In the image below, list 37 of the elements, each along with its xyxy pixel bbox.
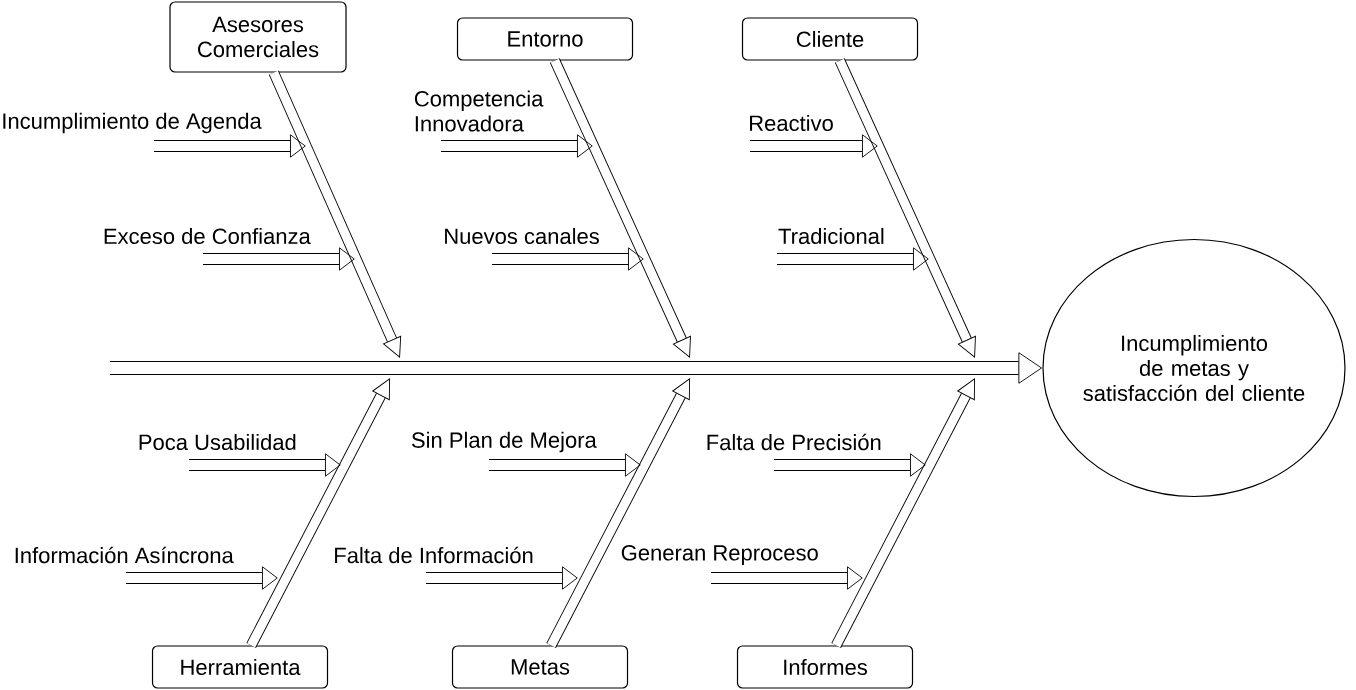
cause-label: Nuevos canales — [445, 227, 599, 245]
cause-arrow — [441, 134, 593, 158]
cause-label: Reactivo — [750, 114, 833, 132]
category-box: Cliente — [741, 17, 919, 61]
bone-arrow — [549, 58, 691, 358]
cause-label: Tradicional — [778, 227, 884, 245]
spine-arrow — [110, 352, 1043, 384]
cause-label: Sin Plan de Mejora — [411, 431, 597, 453]
cause-label: Falta de Información — [335, 546, 533, 564]
bone-arrow — [268, 70, 402, 358]
cause-label: Incumplimiento de Agenda — [3, 112, 262, 134]
category-box: Metas — [451, 645, 629, 689]
cause-arrow — [777, 247, 929, 271]
cause-label: Generan Reproceso — [621, 545, 818, 565]
cause-arrow — [489, 453, 641, 477]
cause-label: Falta de Precisión — [707, 433, 881, 451]
cause-arrow — [154, 134, 306, 158]
category-box: Asesores Comerciales — [169, 1, 347, 73]
cause-label: Poca Usabilidad — [139, 433, 296, 451]
bone-arrow — [246, 378, 390, 648]
category-box: Informes — [736, 645, 914, 689]
category-box: Herramienta — [151, 645, 329, 689]
cause-arrow — [774, 453, 926, 477]
category-box: Entorno — [456, 17, 634, 61]
cause-arrow — [492, 247, 644, 271]
cause-arrow — [426, 566, 578, 590]
bone-arrow — [831, 378, 975, 648]
cause-label: Competencia Innovadora — [414, 90, 544, 132]
bone-arrow — [834, 58, 976, 358]
cause-arrow — [203, 247, 355, 271]
cause-arrow — [750, 134, 878, 158]
bone-arrow — [546, 378, 690, 648]
cause-arrow — [189, 453, 341, 477]
cause-arrow — [711, 566, 863, 590]
cause-label: Información Asíncrona — [15, 546, 234, 564]
cause-label: Exceso de Confianza — [104, 227, 311, 245]
cause-arrow — [126, 566, 278, 590]
